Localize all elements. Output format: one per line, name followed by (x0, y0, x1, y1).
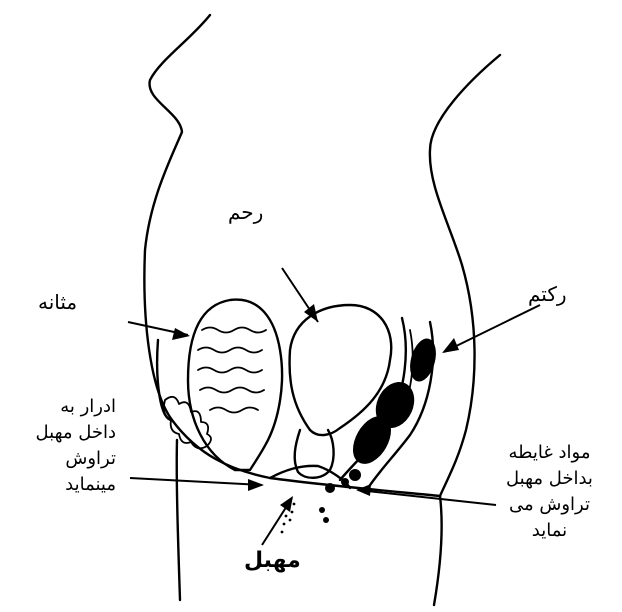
vagina-label: مهبل (244, 548, 301, 573)
feces-arrow-line (358, 490, 496, 505)
leg-back (434, 496, 442, 605)
feces-note-line-4: نماید (506, 518, 593, 544)
vagina-arrowhead (280, 496, 293, 512)
uterus-shape (290, 305, 392, 435)
rectum-label: رکتم (528, 282, 567, 306)
urine-arrowhead (248, 479, 264, 491)
rectum-arrow-line (444, 305, 540, 352)
bladder-label: مثانه (38, 290, 77, 314)
feces-arrowhead (356, 484, 371, 496)
body-back-outline (430, 55, 500, 496)
feces-note-line-1: مواد غایطه (506, 440, 593, 466)
urine-note-line-2: داخل مهبل (36, 420, 117, 446)
urine-arrow-line (130, 478, 262, 485)
urine-note-line-3: تراوش (36, 446, 117, 472)
bladder-shape (188, 300, 282, 470)
urine-waves (198, 328, 266, 413)
feces-note-line-2: بداخل مهبل (506, 466, 593, 492)
feces-note-line-3: تراوش می (506, 492, 593, 518)
feces-leak-note: مواد غایطه بداخل مهبل تراوش می نماید (506, 440, 593, 544)
urine-note-line-4: مینماید (36, 472, 117, 498)
leg-front (177, 440, 180, 600)
rectum-arrowhead (442, 338, 459, 353)
uterus-label: رحم (228, 200, 263, 224)
urine-note-line-1: ادرار به (36, 394, 117, 420)
urine-leak-note: ادرار به داخل مهبل تراوش مینماید (36, 394, 117, 498)
